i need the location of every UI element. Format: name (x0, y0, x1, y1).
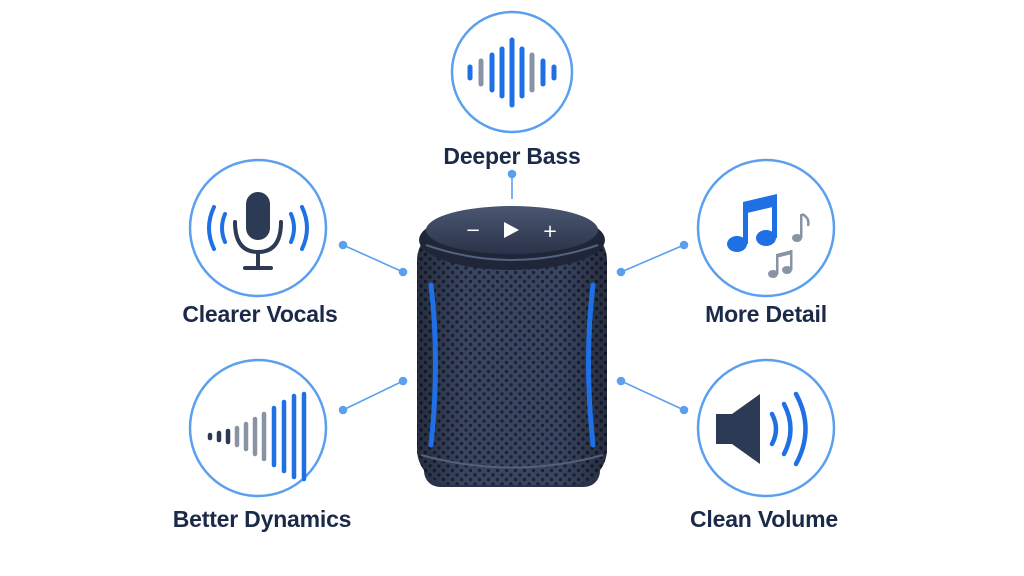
volume-down-control: − (465, 220, 480, 241)
music-notes-icon (727, 194, 810, 278)
connector-better-dynamics (342, 380, 404, 411)
label-better-dynamics: Better Dynamics (172, 506, 352, 532)
connector-more-detail (620, 244, 685, 273)
right-light-strip (586, 282, 596, 448)
smart-speaker: − + (417, 206, 607, 487)
circle-clean-volume (696, 358, 836, 498)
sound-wave-icon (467, 37, 557, 108)
label-clearer-vocals: Clearer Vocals (182, 301, 338, 327)
circle-more-detail (696, 158, 836, 298)
label-clean-volume: Clean Volume (690, 506, 838, 532)
connector-clean-volume (620, 380, 685, 411)
left-light-strip (428, 282, 438, 448)
volume-up-control: + (542, 221, 557, 242)
speaker-volume-icon (716, 391, 808, 467)
connector-lines (338, 169, 689, 415)
microphone-icon (207, 192, 309, 270)
play-control (504, 222, 519, 238)
label-deeper-bass: Deeper Bass (443, 143, 581, 169)
connector-clearer-vocals (342, 244, 404, 273)
dynamics-bars-icon (207, 391, 307, 482)
label-more-detail: More Detail (705, 301, 827, 327)
